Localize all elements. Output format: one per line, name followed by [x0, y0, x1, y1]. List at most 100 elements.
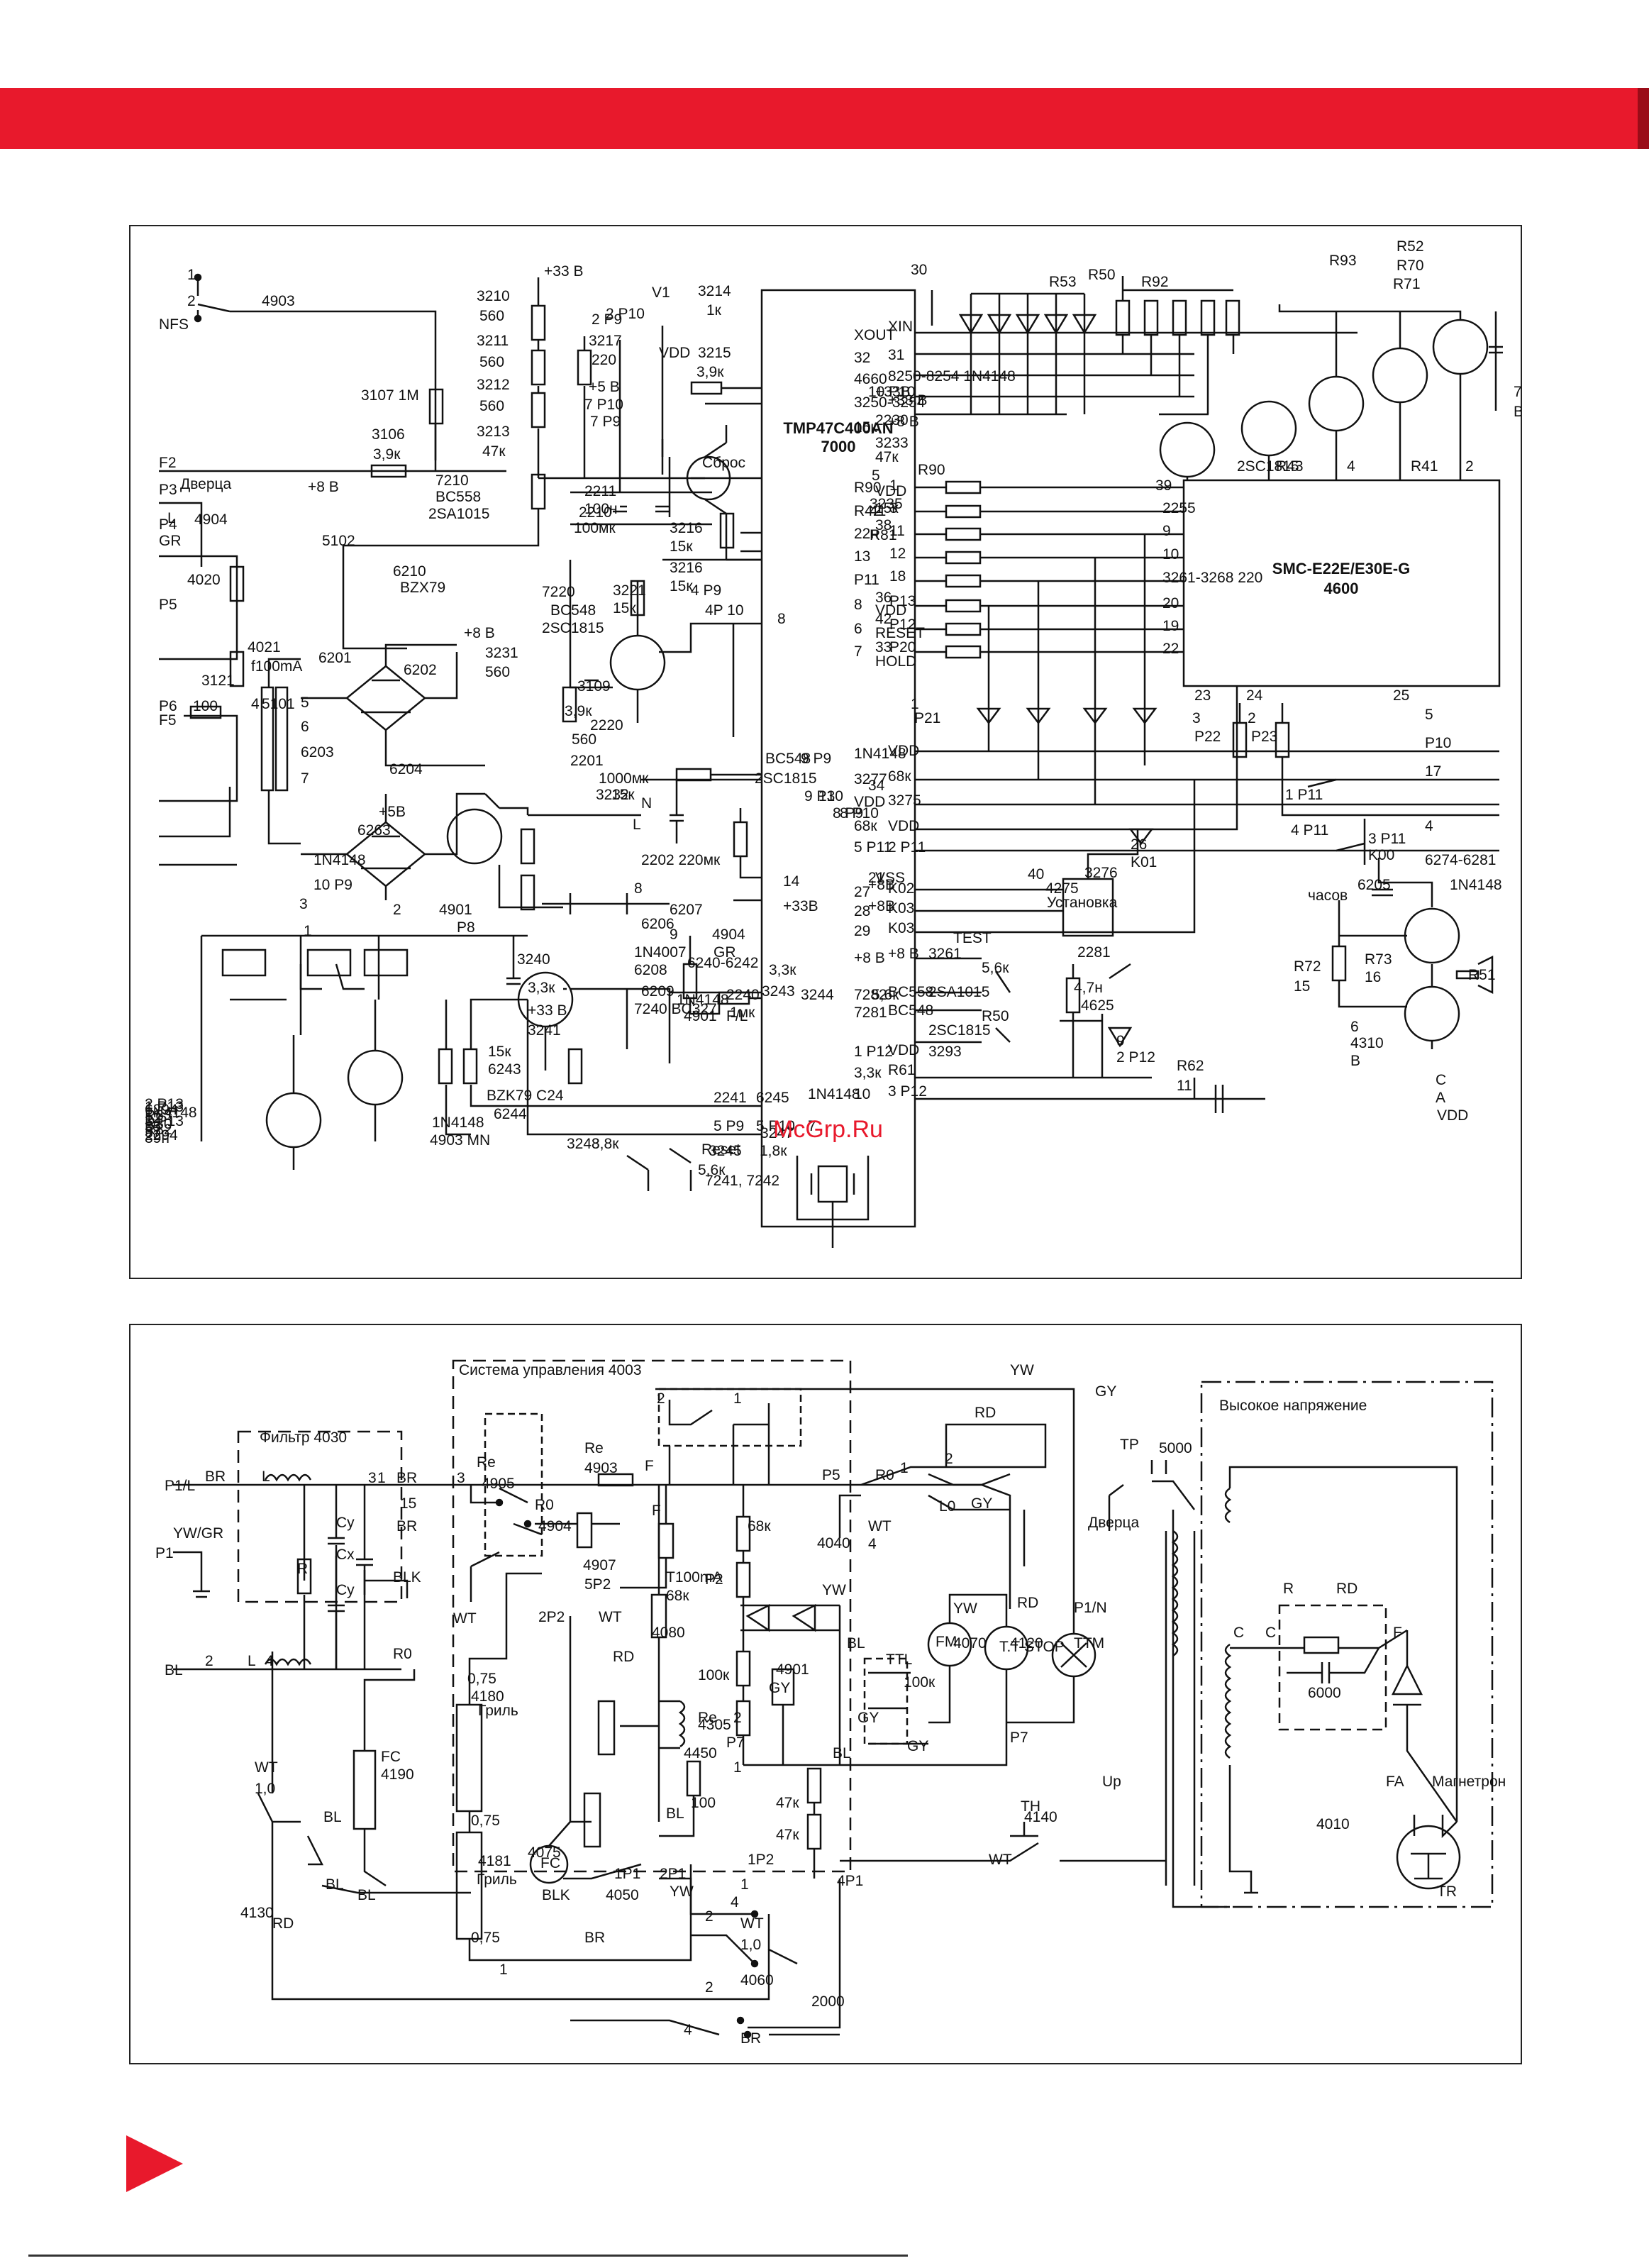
schematic-label: BC558 [888, 984, 933, 1000]
schematic-label: C [1233, 1625, 1244, 1641]
schematic-label: 1N4148 [854, 746, 906, 762]
schematic-label: 3245 [709, 1143, 742, 1159]
schematic-label: 10 P10 [868, 384, 916, 400]
schematic-label: 39 [1155, 477, 1172, 494]
schematic-label: 2SC1815 [755, 770, 817, 787]
schematic-label: +8 В [464, 625, 495, 641]
schematic-label: 4305 [698, 1717, 731, 1733]
schematic-label: RD [1336, 1581, 1357, 1597]
schematic-label: 1,0 [740, 1937, 761, 1953]
schematic-label: Система управления 4003 [459, 1362, 642, 1378]
schematic-label: BZX79 [400, 580, 445, 596]
schematic-label: 3216 [670, 560, 703, 576]
schematic-label: HOLD [875, 653, 916, 670]
schematic-label: 2220 [590, 717, 623, 734]
schematic-label: P7 [726, 1735, 745, 1751]
schematic-label: 6244 [494, 1106, 527, 1122]
schematic-label: 4075 [528, 1844, 561, 1861]
schematic-label: f100mA [251, 658, 302, 675]
schematic-label: 3,9к [696, 364, 724, 380]
schematic-label: 4P1 [837, 1873, 863, 1889]
schematic-label: 1 P13 [145, 1099, 184, 1115]
schematic-label: 560 [479, 354, 504, 370]
schematic-label: 2SC1815 [1237, 458, 1299, 475]
schematic-label: 36 [875, 590, 892, 606]
schematic-label: 7 [808, 1118, 816, 1134]
schematic-label: RD [613, 1649, 634, 1665]
schematic-label: 5,6к [698, 1162, 726, 1178]
control-wires [159, 273, 1503, 1248]
schematic-label: 1 [187, 267, 196, 283]
schematic-label: Reset [701, 1141, 740, 1158]
schematic-label: P1/L [165, 1478, 195, 1494]
schematic-label: 4 P9 [691, 582, 721, 599]
schematic-label: GY [907, 1738, 928, 1754]
schematic-label: R93 [1329, 253, 1357, 269]
schematic-label: 6207 [670, 902, 703, 918]
schematic-label: 16 [1365, 969, 1381, 985]
schematic-label: 38 [875, 517, 892, 533]
schematic-label: BR [205, 1468, 226, 1485]
schematic-label: 2201 [570, 753, 604, 769]
schematic-label: 3 P13 [145, 1113, 184, 1129]
schematic-label: 1 [911, 696, 919, 712]
schematic-label: 32 [854, 350, 870, 366]
schematic-label: 7210 [435, 472, 469, 489]
mcu-label: TMP47C400AN [783, 419, 893, 437]
schematic-label: R0 [535, 1497, 554, 1513]
schematic-label: GR [714, 944, 736, 961]
schematic-label: 6243 [488, 1061, 521, 1078]
schematic-label: 35 [145, 1119, 161, 1135]
schematic-label: Cy [336, 1582, 355, 1598]
schematic-label: 5 [872, 468, 880, 484]
schematic-label: P3 [159, 482, 177, 498]
schematic-label: 68к [854, 818, 877, 834]
schematic-label: 7241, 7242 [705, 1173, 779, 1189]
schematic-label: TP [1120, 1437, 1139, 1453]
schematic-label: 5102 [322, 533, 355, 549]
schematic-label: 29 [854, 923, 870, 939]
schematic-label: 3,3к [528, 980, 555, 996]
schematic-label: 3232 [596, 787, 629, 803]
schematic-label: 100мк [574, 520, 616, 536]
schematic-label: 6 [301, 719, 309, 735]
schematic-label: 2 [657, 1390, 665, 1407]
schematic-label: 15к [488, 1044, 511, 1060]
schematic-label: 7282 [854, 987, 887, 1003]
schematic-label: 3 [368, 1470, 377, 1486]
schematic-label: 2SA1015 [928, 984, 989, 1000]
schematic-label: 10 [1162, 546, 1179, 563]
schematic-label: Фильтр 4030 [260, 1429, 347, 1446]
schematic-label: 5 [301, 695, 309, 711]
schematic-label: 100к [904, 1674, 935, 1691]
schematic-label: P11 [854, 572, 879, 588]
schematic-label: F5 [159, 712, 177, 729]
schematic-label: RD [1017, 1595, 1038, 1611]
schematic-label: 3261-3268 220 [1162, 570, 1262, 586]
mcu-ref: 7000 [821, 438, 856, 455]
schematic-label: TTM [1074, 1635, 1104, 1652]
schematic-label: 1N4007 [634, 944, 687, 961]
schematic-label: R51 [1468, 967, 1496, 983]
schematic-label: P6 [159, 698, 177, 714]
schematic-label: R [1283, 1581, 1294, 1597]
schematic-label: 3 [457, 1470, 465, 1486]
schematic-label: 3277 [854, 771, 887, 787]
schematic-label: 13 [854, 548, 870, 565]
schematic-label: 2P2 [538, 1609, 565, 1625]
schematic-label: R82 [145, 1122, 172, 1138]
schematic-label: BR [396, 1518, 417, 1534]
schematic-label: 47к [482, 443, 506, 460]
schematic-label: 7240 BC327 [634, 1001, 717, 1017]
schematic-label: R52 [1397, 238, 1424, 255]
schematic-label: WT [599, 1609, 622, 1625]
hv-capacitor-box [1278, 1604, 1387, 1731]
schematic-label: 4120 [1010, 1635, 1043, 1652]
schematic-label: 3261 [928, 946, 962, 962]
schematic-label: 2230 [875, 412, 909, 428]
schematic-label: 3 P11 [1368, 831, 1406, 847]
schematic-label: 1 [304, 923, 312, 939]
schematic-label: R50 [982, 1008, 1009, 1024]
